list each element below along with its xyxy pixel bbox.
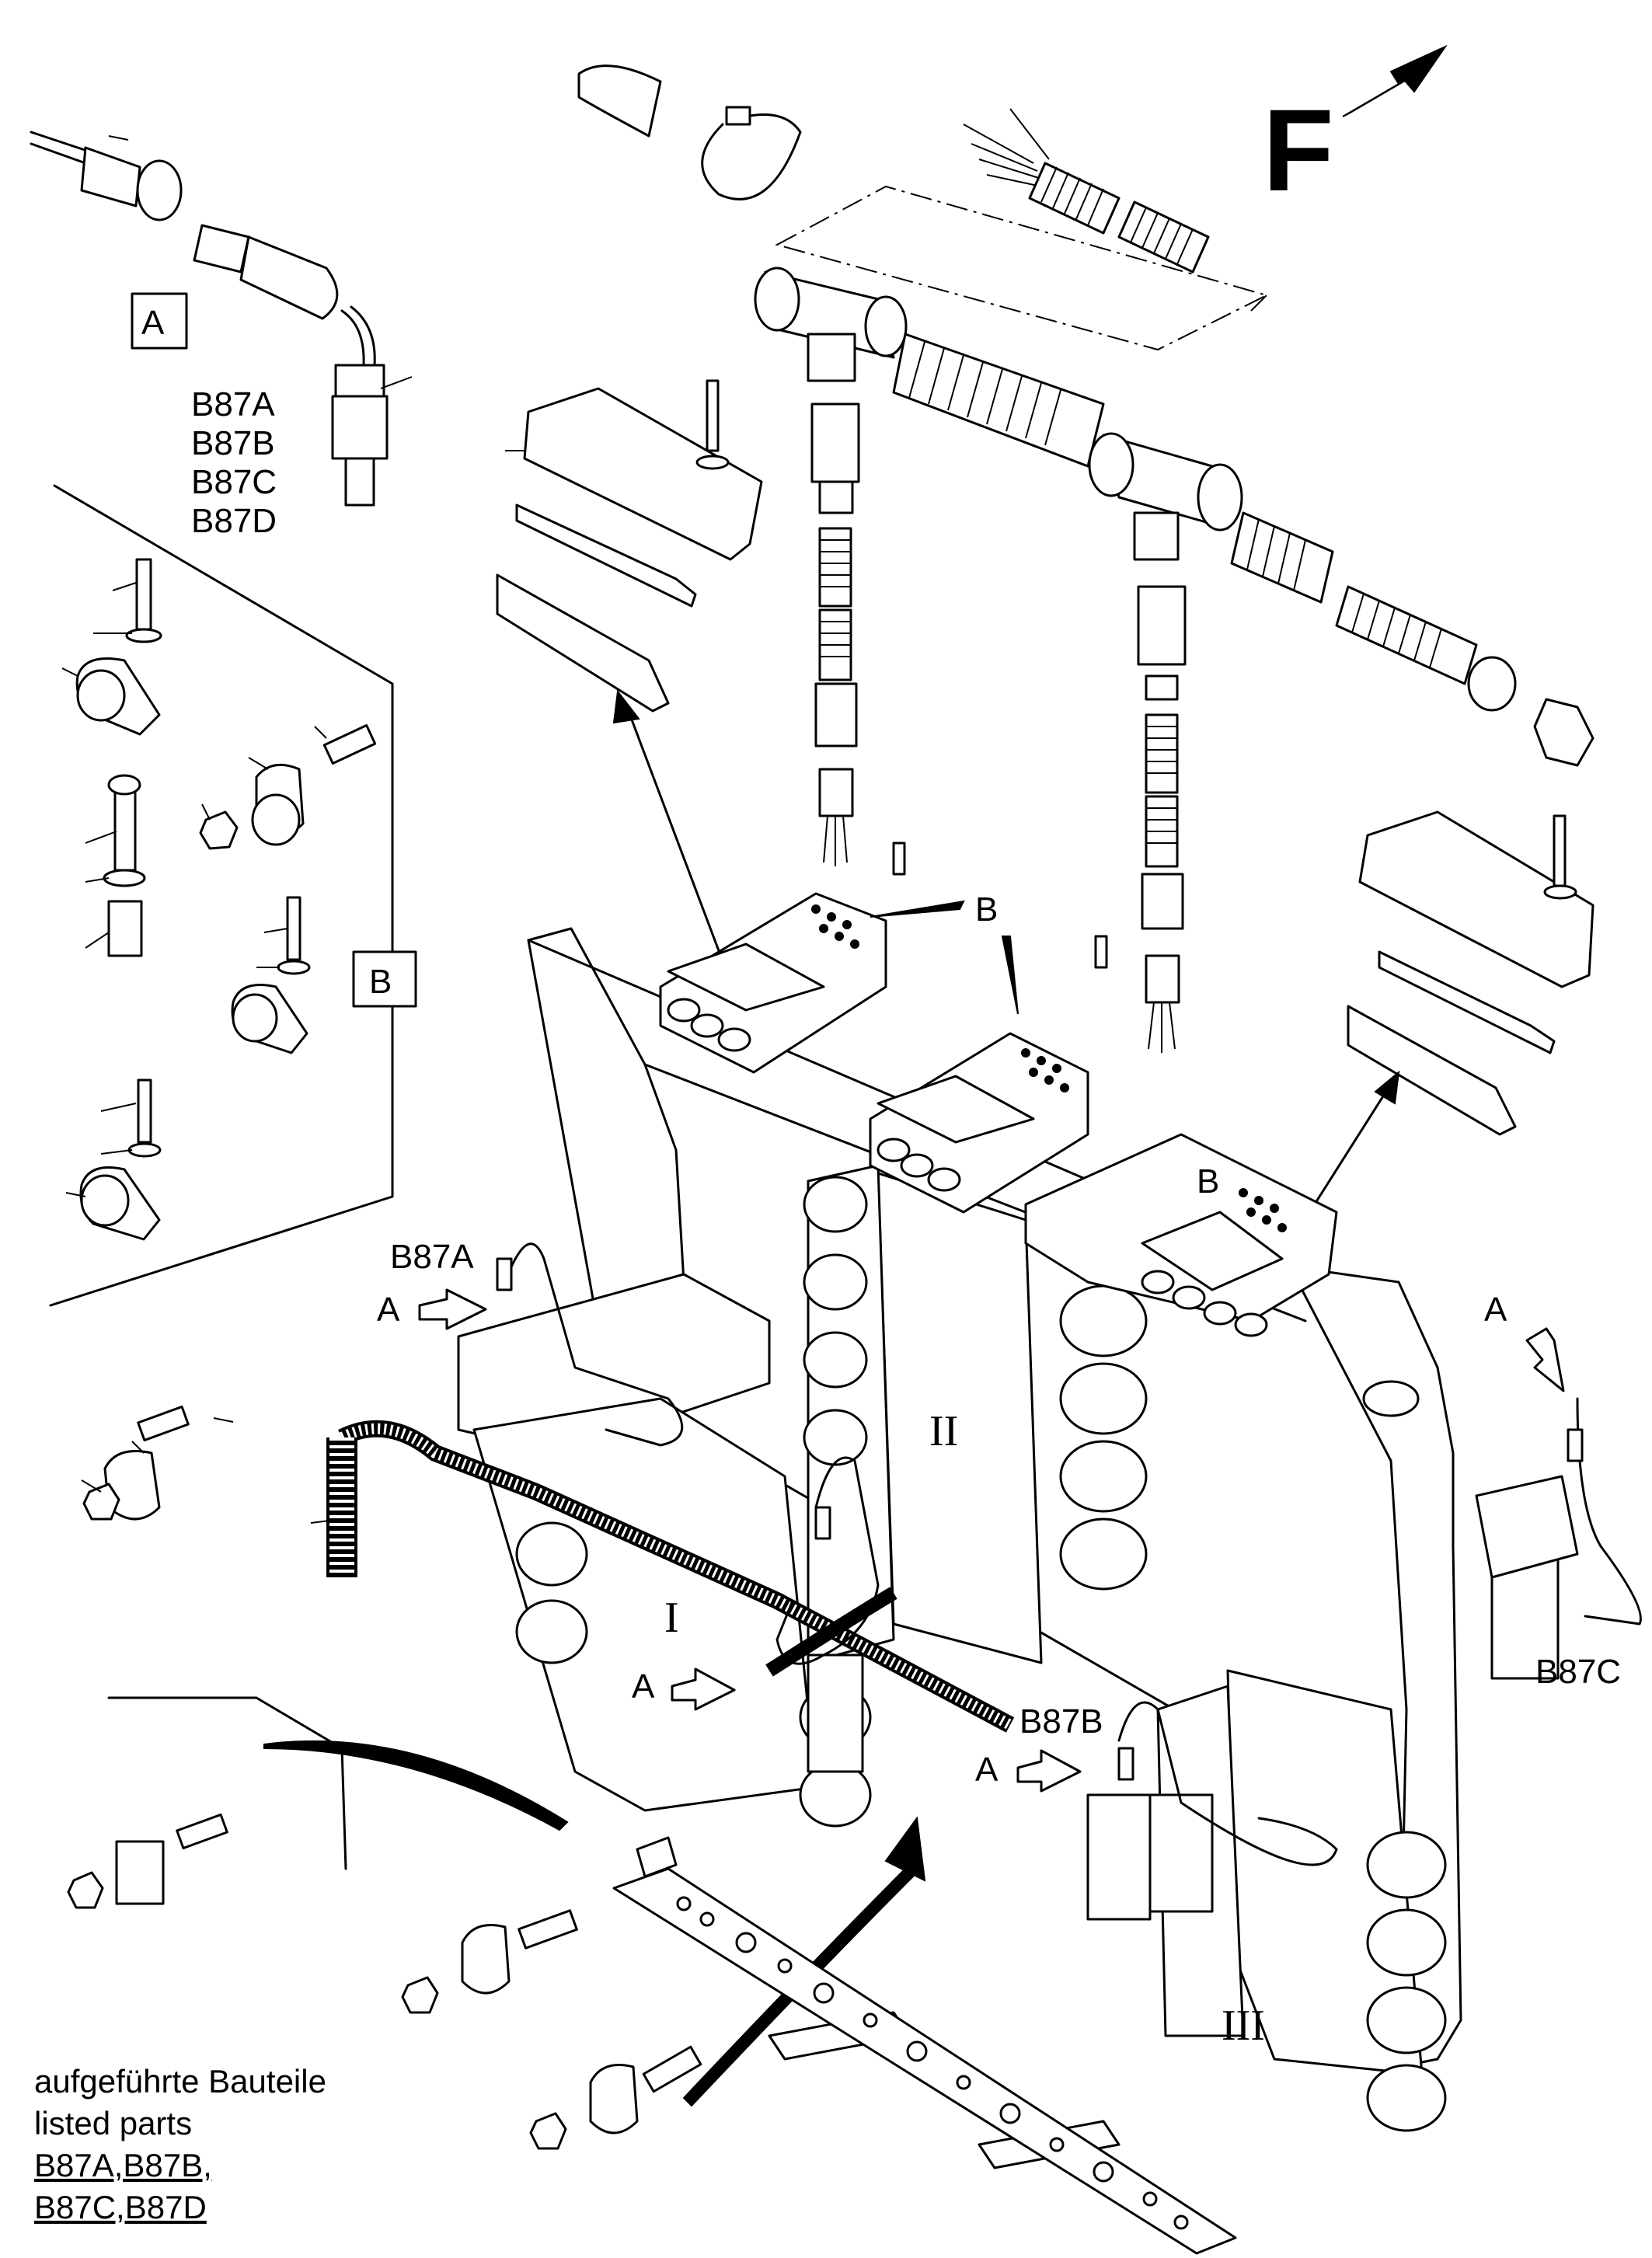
sensor-label-b87c: B87C	[1535, 1653, 1621, 1691]
view-a-label-3: A	[632, 1667, 655, 1706]
section-label-i: I	[664, 1594, 679, 1642]
valve-plate-b-1	[659, 892, 887, 1074]
detail-b-clamp-panel: B	[49, 484, 417, 1307]
callout-b-1: B	[975, 890, 998, 929]
hose-assembly	[754, 267, 1594, 1053]
clamp-group-3	[103, 774, 146, 957]
direction-arrow-icon	[1342, 44, 1448, 117]
leader-lines-b	[61, 582, 327, 1197]
detail-b-box-label: B	[369, 963, 392, 1001]
listed-parts-note: aufgeführte Bauteile listed parts B87A,B…	[34, 2061, 326, 2228]
valve-cylinders-ii	[803, 1176, 1148, 1591]
orientation-label: F	[1263, 85, 1334, 215]
view-a-label-2: A	[1484, 1291, 1507, 1329]
part-code-list: B87A B87B B87C B87D	[191, 385, 277, 540]
valve-plate-b-3	[1024, 1133, 1338, 1337]
clamp-group-4	[231, 896, 311, 1054]
clamp-group-2	[199, 724, 377, 850]
clamp-lower-2	[81, 1405, 343, 1524]
sensor-callouts: B87A A A B87C A B87B A	[377, 1238, 1621, 1793]
detail-a-box-label: A	[141, 304, 165, 342]
loose-parts-top	[577, 64, 1269, 351]
clamp-lower-1	[67, 1813, 228, 1909]
part-code-b87c: B87C	[191, 463, 277, 501]
part-code-b87a: B87A	[191, 385, 275, 423]
note-line-english: listed parts	[34, 2105, 193, 2141]
note-line-parts-1: B87A,B87B,	[34, 2147, 212, 2183]
section-label-ii: II	[929, 1407, 958, 1455]
b-callouts: B B	[870, 890, 1219, 1200]
detail-a-sensor: A	[30, 131, 413, 507]
view-a-label-4: A	[975, 1751, 999, 1789]
clamp-lower-3	[401, 1909, 578, 2014]
clamp-lower-4	[529, 2045, 702, 2150]
part-code-b87d: B87D	[191, 502, 277, 540]
wiring-harness	[326, 1242, 1642, 1866]
sensor-label-b87a: B87A	[390, 1238, 474, 1276]
sensor-label-b87b: B87B	[1019, 1702, 1103, 1741]
corrugated-sleeve-top-1	[1028, 162, 1121, 235]
detail-clamp-panel-lower	[67, 1405, 1237, 2255]
callout-b-2: B	[1197, 1162, 1219, 1200]
exploded-arrows	[612, 689, 1400, 1245]
cover-left	[496, 379, 763, 713]
clamp-group-5	[79, 1078, 162, 1241]
wire-bundle	[963, 108, 1050, 187]
orientation-f-arrow: F	[1263, 44, 1448, 215]
corrugated-sleeve-top-2	[1117, 200, 1210, 274]
section-label-iii: III	[1222, 2002, 1265, 2050]
note-line-german: aufgeführte Bauteile	[34, 2063, 326, 2099]
clamp-group-1	[75, 558, 162, 736]
valve-plate-b-2	[869, 1032, 1089, 1214]
note-line-parts-2: B87C,B87D	[34, 2189, 207, 2225]
part-code-b87b: B87B	[191, 424, 275, 462]
cover-right	[1347, 810, 1594, 1136]
view-a-label-1: A	[377, 1291, 400, 1329]
valve-cylinders-iii	[1366, 1831, 1447, 2132]
